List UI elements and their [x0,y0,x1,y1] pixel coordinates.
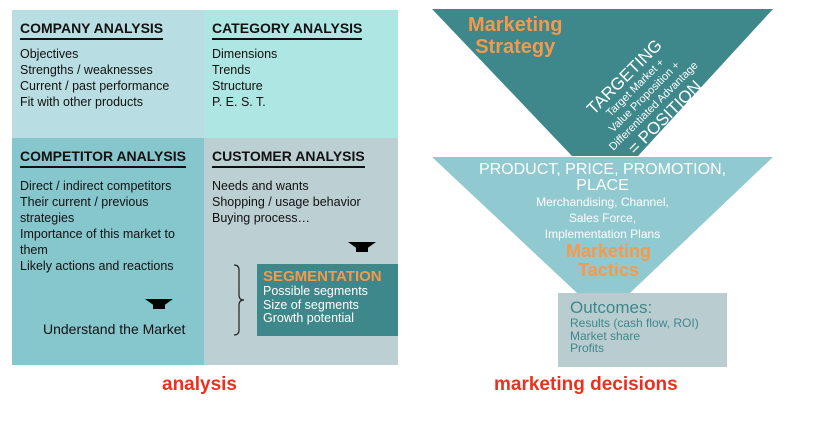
tactics-headline: PRODUCT, PRICE, PROMOTION, [478,161,727,178]
competitor-analysis-panel: COMPETITOR ANALYSIS Direct / indirect co… [12,138,204,365]
marketing-decisions-caption: marketing decisions [494,374,678,395]
list-item: Trends [212,63,251,77]
list-item: Fit with other products [20,95,143,109]
list-item: Objectives [20,47,79,61]
segmentation-title: SEGMENTATION [263,268,382,285]
segmentation-box: SEGMENTATION Possible segments Size of s… [257,264,398,336]
list-item: P. E. S. T. [212,95,266,109]
tactics-line: Sales Force, [568,211,637,225]
down-arrow-icon [348,242,376,252]
category-analysis-panel: CATEGORY ANALYSIS Dimensions Trends Stru… [204,10,398,138]
list-item: them [20,243,48,257]
company-analysis-panel: COMPANY ANALYSIS Objectives Strengths / … [12,10,204,138]
company-analysis-title: COMPANY ANALYSIS [20,20,164,40]
list-item: Dimensions [212,47,278,61]
category-analysis-title: CATEGORY ANALYSIS [212,20,363,40]
tactics-title: Tactics [578,260,639,280]
list-item: Market share [570,328,641,343]
list-item: Strengths / weaknesses [20,63,153,77]
down-arrow-icon [145,299,173,309]
outcomes-title: Outcomes: [570,298,653,317]
competitor-analysis-title: COMPETITOR ANALYSIS [20,148,186,168]
list-item: Results (cash flow, ROI) [570,316,699,330]
brace-icon [233,264,245,336]
analysis-caption: analysis [162,374,237,395]
list-item: strategies [20,211,75,225]
tactics-line: Merchandising, Channel, [536,195,669,209]
understand-market-label: Understand the Market [43,321,186,337]
strategy-funnel-section [432,9,773,156]
list-item: Likely actions and reactions [20,259,174,273]
tactics-funnel-section [432,157,773,293]
list-item: Direct / indirect competitors [20,179,172,193]
list-item: Their current / previous [20,195,149,209]
strategy-title-line: Strategy [475,36,556,58]
tactics-text: PRODUCT, PRICE, PROMOTION, PLACE Merchan… [432,162,773,280]
customer-analysis-title: CUSTOMER ANALYSIS [212,148,365,168]
strategy-title: Marketing Strategy [468,14,562,58]
list-item: Structure [212,79,263,93]
list-item: Shopping / usage behavior [212,195,361,209]
tactics-headline: PLACE [576,177,629,194]
list-item: Needs and wants [212,179,309,193]
list-item: Growth potential [263,311,355,325]
list-item: Profits [570,341,605,355]
tactics-title: Marketing [565,241,652,261]
outcomes-box: Outcomes: Results (cash flow, ROI) Marke… [558,293,727,367]
strategy-title-line: Marketing [468,14,563,36]
list-item: Current / past performance [20,79,170,93]
tactics-line: Implementation Plans [544,227,661,241]
list-item: Buying process… [212,211,310,225]
list-item: Size of segments [263,297,359,312]
list-item: Possible segments [263,284,368,298]
list-item: Importance of this market to [20,227,175,241]
